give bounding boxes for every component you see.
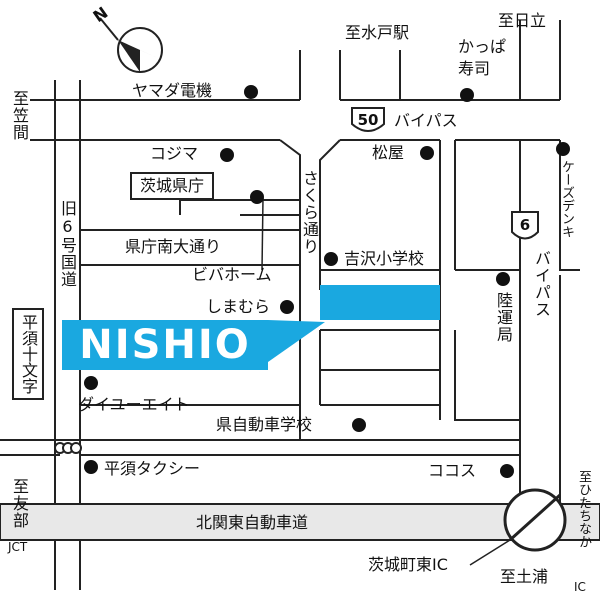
bypass-50-label: バイパス <box>394 111 458 130</box>
rikuun-label: 陸運局 <box>494 292 513 343</box>
to-hitachinaka-label: 至ひたちなか <box>576 470 591 548</box>
to-tomobe-label: 至友部 <box>10 478 29 529</box>
daiei-label: ダイユーエイト <box>78 395 190 414</box>
route-6-number: 6 <box>519 216 531 234</box>
pref-office-label: 茨城県庁 <box>130 172 215 200</box>
jct-label: JCT <box>8 540 28 554</box>
cocos-marker <box>500 464 514 478</box>
yoshizawa-school-label: 吉沢小学校 <box>344 249 425 268</box>
route-50-number: 50 <box>357 111 379 129</box>
yamada-label: ヤマダ電機 <box>132 81 213 100</box>
nishio-brand: NISHIO <box>62 320 268 370</box>
kappa-sushi-label-1: かっぱ <box>458 37 507 56</box>
yamada-marker <box>244 85 258 99</box>
rikuun-marker <box>496 272 510 286</box>
shimamura-label: しまむら <box>206 297 271 316</box>
driving-school-label: 県自動車学校 <box>216 415 313 434</box>
ks-denki-label: ケーズデンキ <box>559 160 574 238</box>
to-kasama-label: 至笠間 <box>10 90 29 141</box>
hirasu-taxi-label: 平須タクシー <box>104 459 201 478</box>
yoshizawa-school-marker <box>324 252 338 266</box>
daiei-marker <box>84 376 98 390</box>
matsuya-marker <box>420 146 434 160</box>
biva-home-label: ビバホーム <box>192 265 272 284</box>
hirasu-crossing-label: 平須十文字 <box>12 308 44 400</box>
cocos-label: ココス <box>428 461 477 480</box>
to-mito-station-label: 至水戸駅 <box>345 23 410 42</box>
ibaraki-machi-ic-label: 茨城町東IC <box>368 555 448 574</box>
sakura-dori-label: さくら通り <box>300 170 319 255</box>
matsuya-label: 松屋 <box>372 143 405 162</box>
hirasu-taxi-marker <box>84 460 98 474</box>
to-tsuchiura-label: 至土浦 <box>500 567 549 586</box>
kojima-label: コジマ <box>150 144 199 163</box>
driving-school-marker <box>352 418 366 432</box>
shimamura-marker <box>280 300 294 314</box>
pref-office-marker <box>250 190 264 204</box>
ks-denki-marker <box>556 142 570 156</box>
kojima-marker <box>220 148 234 162</box>
ic-label: IC <box>574 580 586 594</box>
kappa-sushi-label-2: 寿司 <box>458 59 491 78</box>
kencho-minami-label: 県庁南大通り <box>125 237 222 256</box>
kappa-sushi-marker <box>460 88 474 102</box>
old-route6-label: 旧6号国道 <box>58 200 77 288</box>
to-hitachi-label: 至日立 <box>498 11 547 30</box>
bypass-6-label: バイパス <box>532 250 551 318</box>
kitakanto-expressway-label: 北関東自動車道 <box>196 513 309 532</box>
